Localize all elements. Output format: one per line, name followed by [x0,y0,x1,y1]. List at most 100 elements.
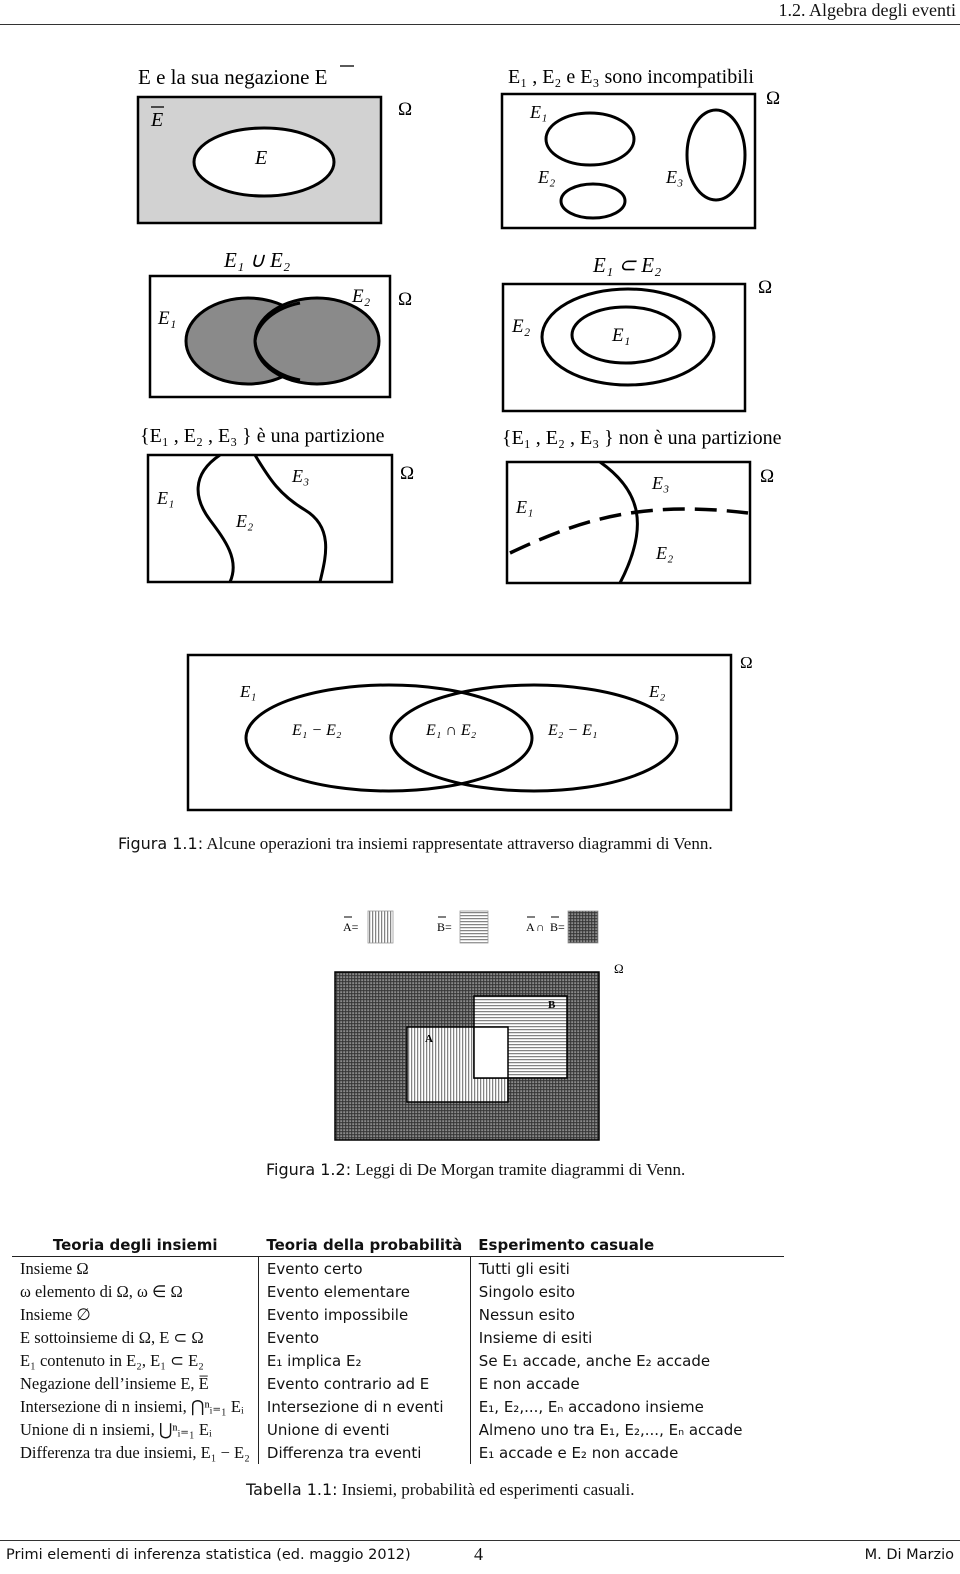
cell-sets: Differenza tra due insiemi, E₁ − E₂ [12,1441,259,1464]
figure2-caption-label: Figura 1.2: [266,1160,352,1179]
legend-abar: A= [343,920,359,934]
page-footer: Primi elementi di inferenza statistica (… [0,1540,960,1574]
figure-de-morgan: A= B= A ∩ B= Ω B A [334,910,624,1141]
cell-probability: Evento impossibile [258,1303,471,1326]
panel-nonpartition-title: {E₁ , E₂ , E₃ } non è una partizione [502,427,782,449]
figure1-caption-label: Figura 1.1: [118,834,204,853]
running-head: 1.2. Algebra degli eventi [778,0,956,20]
legend: A= B= A ∩ B= [343,910,599,944]
col-header-probability: Teoria della probabilità [258,1234,471,1257]
col-header-experiment: Esperimento casuale [470,1234,785,1257]
label-e2: E₂ [235,511,253,531]
cell-probability: Unione di eventi [258,1418,471,1441]
label-e1: E₁ [611,325,630,346]
label-omega: Ω [758,277,772,298]
cell-sets: E₁ contenuto in E₂, E₁ ⊂ E₂ [12,1349,259,1372]
table-caption-text: Insiemi, probabilità ed esperimenti casu… [341,1480,635,1499]
legend-both-b: B= [550,920,565,934]
swatch-abar [367,910,394,944]
label-e3: E₃ [651,473,669,493]
panel-subset-title: E₁ ⊂ E₂ [592,253,661,277]
event-e2-ellipse [389,683,679,793]
panel-union-title: E₁ ∪ E₂ [223,248,290,272]
cell-probability: Intersezione di n eventi [258,1395,471,1418]
col-header-sets: Teoria degli insiemi [12,1234,259,1257]
cell-experiment: Tutti gli esiti [478,1259,570,1278]
swatch-bbar [459,910,489,944]
cell-probability: Evento elementare [258,1280,471,1303]
label-diff-e2-e1: E₂ − E₁ [547,722,597,739]
cell-sets: Intersezione di n insiemi, ⋂ⁿᵢ₌₁ Eᵢ [12,1395,259,1418]
cell-experiment: Insieme di esiti [478,1328,593,1347]
figure1-caption-text: Alcune operazioni tra insiemi rappresent… [206,834,713,853]
figure-venn-operations: E e la sua negazione E E E Ω E₁ , E₂ e E… [136,65,782,812]
cell-sets: ω elemento di Ω, ω ∈ Ω [12,1280,259,1303]
cell-sets: Insieme ∅ [12,1303,259,1326]
cell-sets: Negazione dell’insieme E, E̅ [12,1372,259,1395]
label-omega: Ω [766,88,780,109]
label-e1: E₁ [157,308,176,329]
omega-rect [146,453,394,584]
label-e2: E₂ [648,682,665,701]
label-e2: E₂ [655,543,673,563]
panel-negation-title: E e la sua negazione E [138,65,328,89]
partition-boundary-2 [253,454,328,583]
footer-author: M. Di Marzio [864,1547,954,1563]
cell-experiment: E₁ accade e E₂ non accade [478,1443,679,1462]
figure2-caption: Figura 1.2: Leggi di De Morgan tramite d… [266,1160,685,1180]
label-e2: E₂ [511,316,531,337]
cell-probability: Differenza tra eventi [258,1441,471,1464]
panel-incompatible-title: E₁ , E₂ e E₃ sono incompatibili [508,66,754,88]
intersection-rect [473,1026,509,1079]
label-b: B [548,999,556,1011]
event-e2-ellipse [559,182,627,220]
panel-nonpartition: {E₁ , E₂ , E₃ } non è una partizione E₁ … [502,427,782,585]
event-e1-ellipse [544,111,636,167]
table-header-row: Teoria degli insiemi Teoria della probab… [12,1234,785,1257]
cell-experiment: Se E₁ accade, anche E₂ accade [478,1351,711,1370]
swatch-both [567,910,599,944]
event-e1-ellipse [244,683,534,793]
table-caption: Tabella 1.1: Insiemi, probabilità ed esp… [246,1480,634,1500]
label-e1: E₁ [529,102,547,122]
table-caption-label: Tabella 1.1: [246,1480,338,1499]
region-boundary-dashed [509,507,749,555]
figure2-caption-text: Leggi di De Morgan tramite diagrammi di … [355,1160,686,1179]
label-e1: E₁ [515,497,533,517]
partition-boundary-1 [196,453,235,583]
table-row: Negazione dell’insieme E, E̅Evento contr… [12,1372,784,1395]
panel-negation: E e la sua negazione E E E Ω [136,65,412,225]
label-e2: E₂ [351,286,371,307]
label-e: E [254,147,267,169]
correspondence-table: Teoria degli insiemi Teoria della probab… [12,1234,785,1464]
cell-probability: Evento certo [258,1256,471,1280]
cell-experiment: Almeno uno tra E₁, E₂,..., Eₙ accade [478,1420,743,1439]
label-e3: E₃ [665,167,683,187]
union-inner-arc [253,301,301,342]
label-omega: Ω [400,463,414,484]
label-diff-e1-e2: E₁ − E₂ [291,722,342,739]
cell-sets: Insieme Ω [12,1256,259,1280]
cell-sets: E sottoinsieme di Ω, E ⊂ Ω [12,1326,259,1349]
event-e1-ellipse [570,305,682,365]
label-omega: Ω [760,466,774,487]
panel-regions: E₁ E₂ E₁ − E₂ E₁ ∩ E₂ E₂ − E₁ Ω [186,653,753,812]
label-omega: Ω [614,961,624,976]
event-e3-ellipse [685,108,747,202]
cell-sets: Unione di n insiemi, ⋃ⁿᵢ₌₁ Eᵢ [12,1418,259,1441]
cell-experiment: E non accade [478,1374,580,1393]
legend-bbar: B= [437,920,452,934]
page-number: 4 [474,1544,483,1564]
cell-probability: E₁ implica E₂ [258,1349,471,1372]
label-intersection: E₁ ∩ E₂ [425,722,477,739]
page-header: 1.2. Algebra degli eventi [0,0,960,25]
label-e1: E₁ [239,682,256,701]
panel-incompatible: E₁ , E₂ e E₃ sono incompatibili E₁ E₂ E₃… [500,66,780,230]
figure1-caption: Figura 1.1: Alcune operazioni tra insiem… [118,834,713,854]
footer-book-title: Primi elementi di inferenza statistica (… [6,1547,411,1563]
